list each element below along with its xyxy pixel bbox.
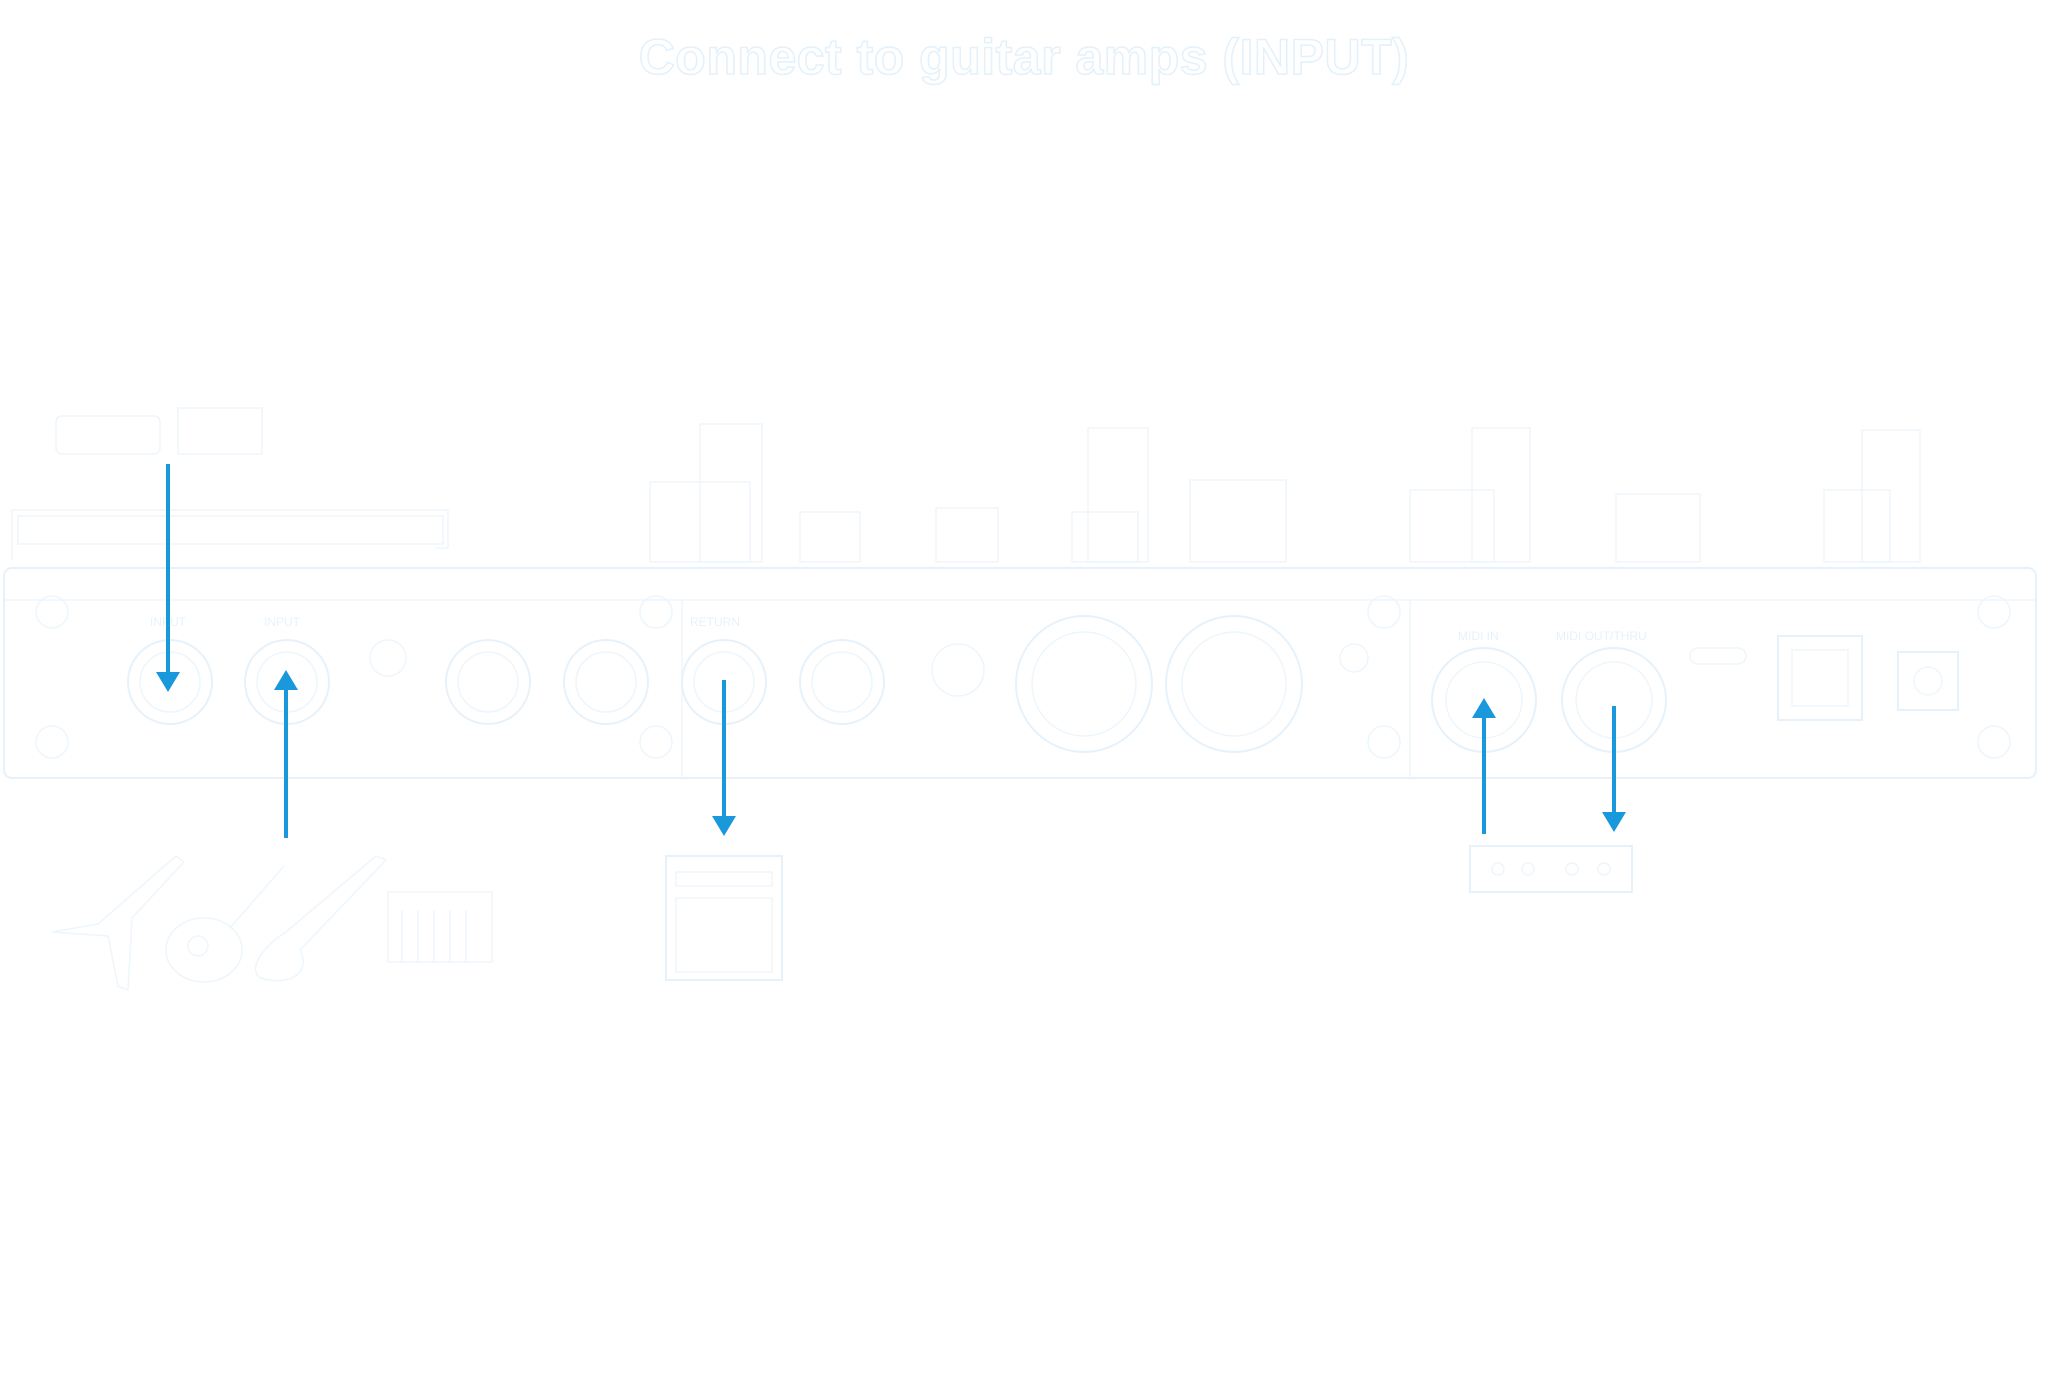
svg-text:RETURN: RETURN xyxy=(690,615,740,629)
svg-text:INPUT: INPUT xyxy=(264,615,301,629)
arrow-midi-in xyxy=(1472,698,1496,834)
source-devices xyxy=(51,855,493,992)
arrow-to-input-1 xyxy=(156,464,180,692)
arrow-to-amp xyxy=(712,680,736,836)
svg-text:MIDI OUT/THRU: MIDI OUT/THRU xyxy=(1556,629,1647,643)
electric-guitar-icon xyxy=(254,855,388,982)
expression-pedal-icon xyxy=(1469,845,1633,893)
rear-panel: INPUT INPUT RETURN MIDI IN MIDI OUT/THRU xyxy=(3,567,2037,779)
acoustic-guitar-icon xyxy=(165,865,285,983)
pedalboard-silhouette xyxy=(11,407,1921,563)
keyboard-icon xyxy=(387,891,493,963)
flying-v-guitar-icon xyxy=(51,855,186,992)
diagram-title: Connect to guitar amps (INPUT) xyxy=(638,28,1410,86)
svg-text:MIDI IN: MIDI IN xyxy=(1458,629,1499,643)
guitar-amp-icon xyxy=(665,855,783,981)
arrow-midi-out xyxy=(1602,706,1626,832)
arrow-from-instruments xyxy=(274,670,298,838)
